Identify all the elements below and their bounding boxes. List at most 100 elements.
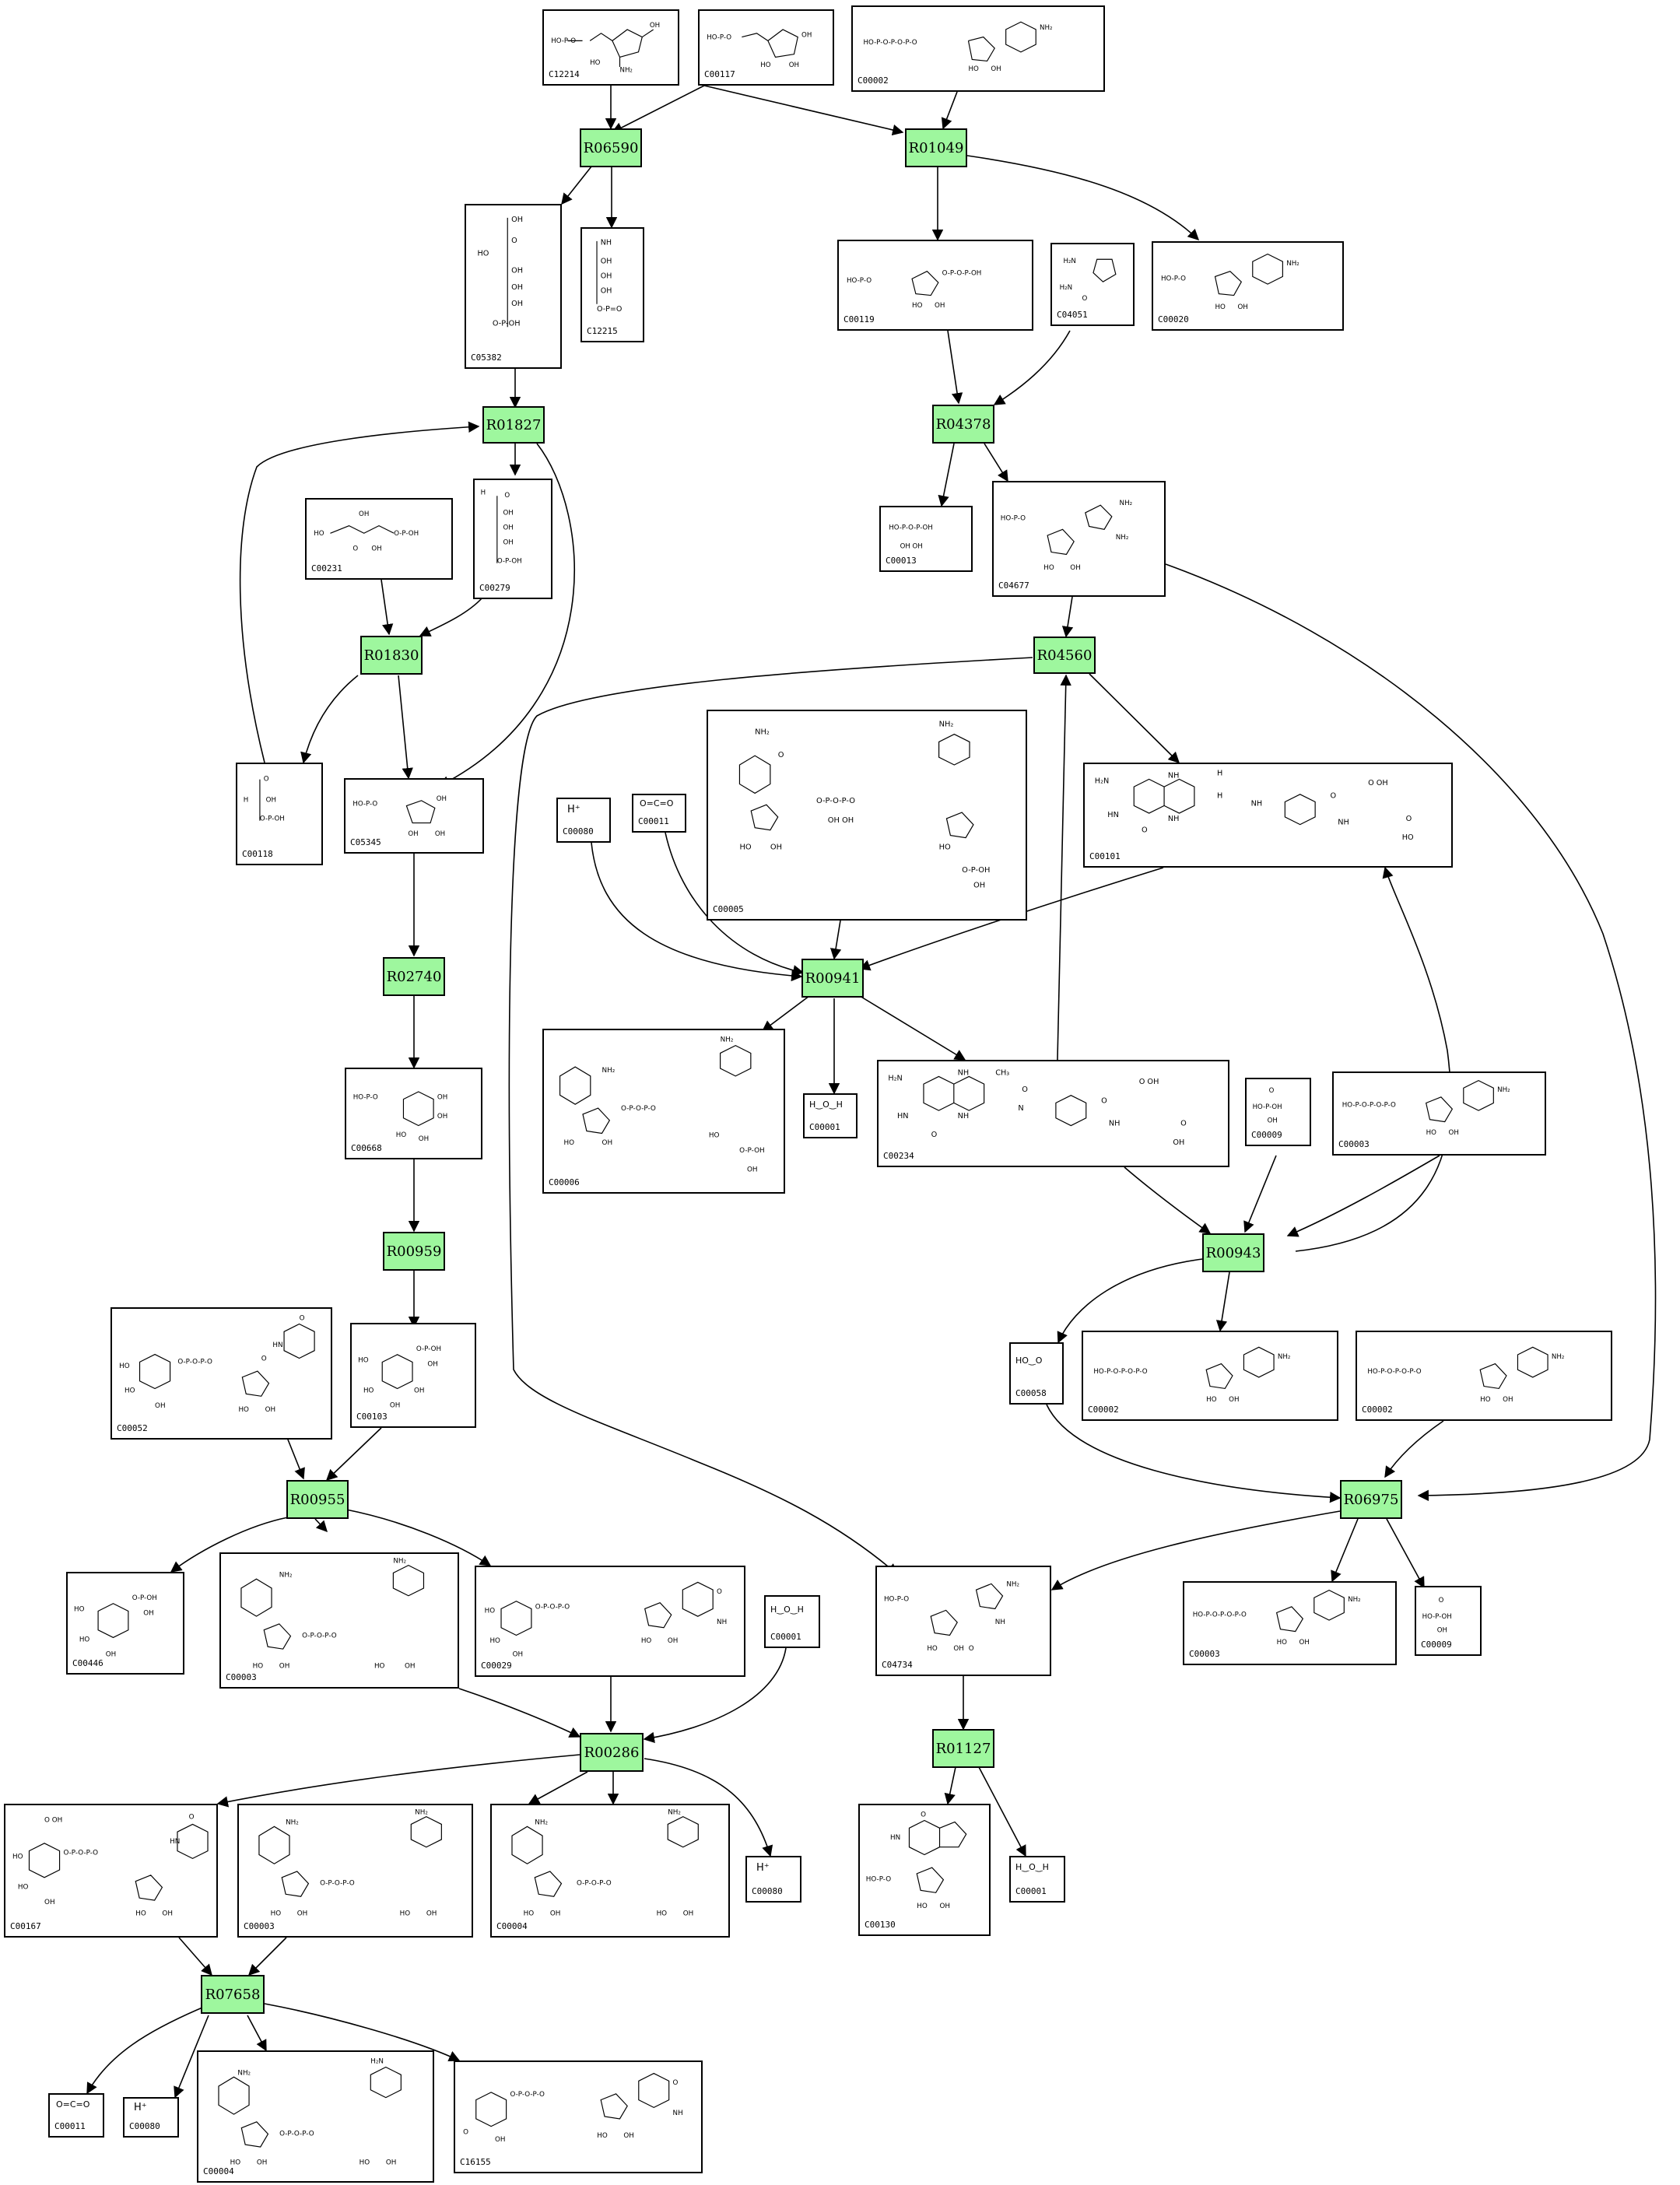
- edge: [247, 1937, 287, 1976]
- svg-text:HO-P-O-P-O-P-O: HO-P-O-P-O-P-O: [1093, 1368, 1147, 1376]
- compound-c00011-mid[interactable]: O=C=O C00011: [632, 794, 686, 833]
- svg-text:OH: OH: [973, 882, 985, 890]
- svg-text:OH OH: OH OH: [828, 816, 854, 825]
- reaction-r01127[interactable]: R01127: [932, 1729, 994, 1768]
- svg-text:OH: OH: [511, 300, 523, 308]
- edge: [1386, 1518, 1425, 1589]
- compound-label: C00103: [356, 1412, 388, 1422]
- reaction-r07658[interactable]: R07658: [201, 1975, 265, 2014]
- compound-label: C05345: [350, 837, 381, 847]
- reaction-r00941[interactable]: R00941: [801, 959, 864, 998]
- compound-label: C00003: [226, 1672, 257, 1682]
- svg-text:NH: NH: [673, 2110, 683, 2117]
- compound-c00001-lower[interactable]: H‿O‿H C00001: [764, 1595, 820, 1648]
- compound-label: C00013: [886, 556, 917, 566]
- reaction-r04378[interactable]: R04378: [932, 405, 994, 444]
- svg-text:OH: OH: [390, 1402, 400, 1410]
- svg-text:OH OH: OH OH: [900, 542, 923, 550]
- compound-label: C00004: [203, 2166, 234, 2176]
- reaction-r04560[interactable]: R04560: [1033, 637, 1096, 674]
- reaction-r00955[interactable]: R00955: [286, 1480, 349, 1519]
- edge: [381, 579, 394, 636]
- svg-text:O: O: [1180, 1120, 1187, 1128]
- reaction-r02740[interactable]: R02740: [383, 957, 445, 996]
- compound-c00080-lower[interactable]: H⁺ C00080: [745, 1856, 801, 1903]
- reaction-r00943[interactable]: R00943: [1202, 1233, 1264, 1272]
- compound-label: C00080: [129, 2121, 160, 2131]
- reaction-r01830[interactable]: R01830: [360, 636, 423, 675]
- reaction-r01049[interactable]: R01049: [905, 128, 967, 167]
- svg-text:HO: HO: [485, 1607, 496, 1615]
- svg-text:O-P-O-P-O: O-P-O-P-O: [279, 2130, 314, 2138]
- svg-text:HO: HO: [641, 1637, 652, 1645]
- svg-text:H₂N: H₂N: [888, 1074, 902, 1082]
- svg-text:HO: HO: [739, 843, 751, 851]
- compound-c00001-mid[interactable]: H‿O‿H C00001: [803, 1093, 858, 1138]
- reaction-r06975[interactable]: R06975: [1340, 1480, 1402, 1519]
- svg-text:OH: OH: [106, 1651, 116, 1659]
- svg-text:HN: HN: [272, 1342, 282, 1349]
- reaction-r06590[interactable]: R06590: [580, 128, 642, 167]
- svg-text:O: O: [1082, 295, 1088, 303]
- compound-c00011-bottom[interactable]: O=C=O C00011: [48, 2093, 104, 2138]
- svg-text:OH: OH: [405, 1663, 416, 1671]
- svg-text:O-P-OH: O-P-OH: [132, 1594, 157, 1602]
- compound-c00080-bottom[interactable]: H⁺ C00080: [123, 2097, 179, 2138]
- svg-text:HO: HO: [489, 1637, 500, 1645]
- compound-label: C00118: [242, 849, 273, 859]
- compound-c00080-mid[interactable]: H⁺ C00080: [556, 798, 611, 843]
- svg-text:H: H: [1217, 770, 1222, 778]
- svg-text:OH: OH: [602, 1139, 613, 1147]
- svg-text:HO: HO: [1402, 833, 1414, 842]
- svg-text:OH: OH: [503, 539, 514, 547]
- compound-label: C00279: [479, 583, 510, 593]
- compound-c00058[interactable]: HO‿O C00058: [1009, 1342, 1064, 1405]
- svg-text:HO: HO: [590, 59, 600, 67]
- reaction-r00959[interactable]: R00959: [383, 1232, 445, 1271]
- svg-text:OH: OH: [513, 1651, 523, 1659]
- reaction-r01827[interactable]: R01827: [482, 406, 545, 444]
- svg-text:O: O: [1101, 1096, 1107, 1105]
- reaction-r00286[interactable]: R00286: [580, 1733, 644, 1772]
- compound-c00001-bottom[interactable]: H‿O‿H C00001: [1009, 1856, 1065, 1903]
- svg-text:N: N: [1018, 1104, 1023, 1113]
